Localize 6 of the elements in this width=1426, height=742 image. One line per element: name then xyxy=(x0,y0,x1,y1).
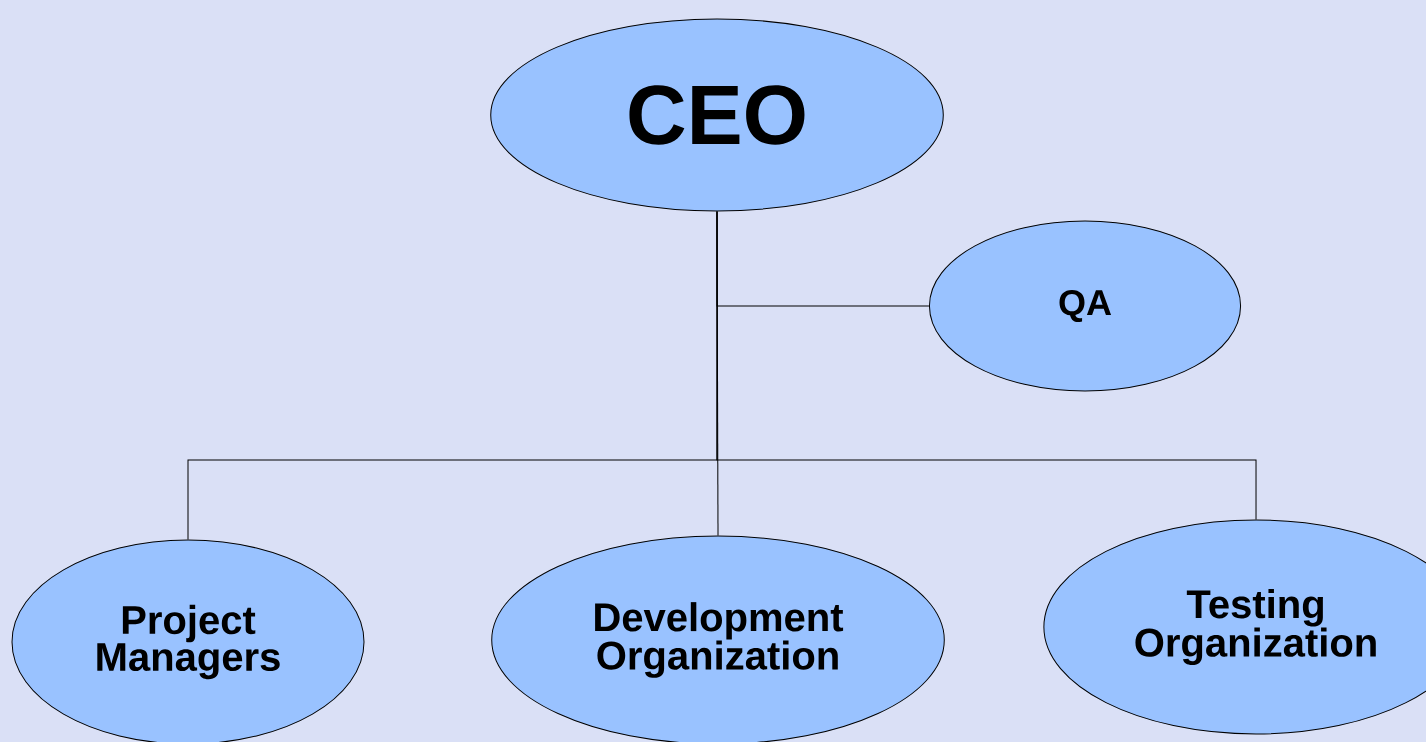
connector-line xyxy=(716,211,1257,520)
oval-box: QA xyxy=(928,220,1242,392)
oval-box: Project Managers xyxy=(11,539,365,742)
oval-box: Testing Organization xyxy=(1043,519,1426,735)
oval-box: Development Organization xyxy=(491,535,945,742)
oval-box: CEO xyxy=(490,18,944,212)
